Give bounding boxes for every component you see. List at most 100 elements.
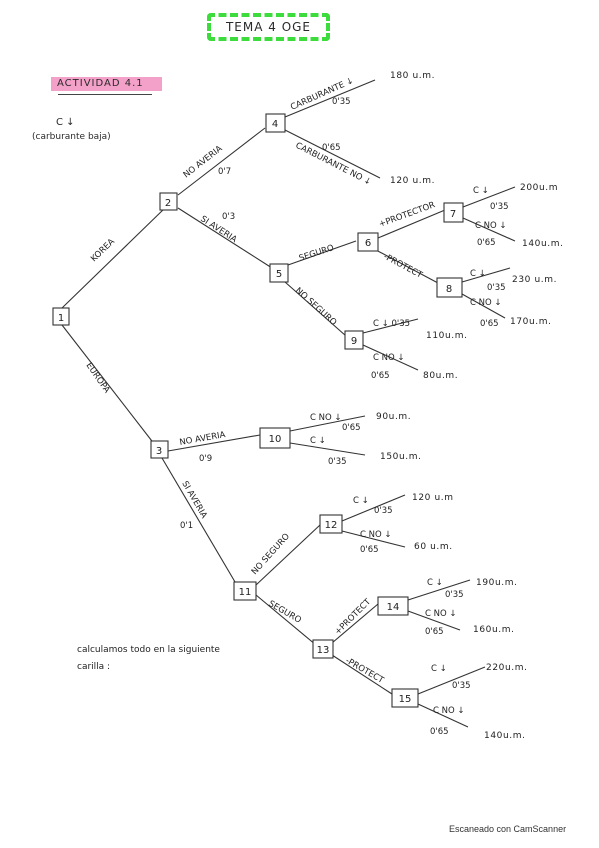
label-c-no-baja-15: C NO ↓ bbox=[433, 706, 465, 716]
label-no-seguro-5: NO SEGURO bbox=[293, 286, 339, 328]
payoff-16: 140u.m. bbox=[484, 731, 526, 741]
node-box-6 bbox=[357, 232, 379, 252]
payoff-10: 150u.m. bbox=[380, 452, 422, 462]
label-c-no-baja-10: C NO ↓ bbox=[310, 413, 342, 423]
edge-12-o11 bbox=[341, 494, 406, 522]
edge-4-o2 bbox=[284, 129, 381, 179]
node-2: 2 bbox=[165, 198, 171, 209]
payoff-3: 200u.m bbox=[520, 183, 558, 193]
edge-2-4 bbox=[177, 127, 266, 196]
edge-2-5 bbox=[177, 207, 273, 269]
node-box-3 bbox=[150, 440, 169, 459]
label-korea: KOREA bbox=[89, 237, 117, 264]
label-no-seguro-11: NO SEGURO bbox=[250, 532, 292, 578]
label-c-no-baja-9: C NO ↓ bbox=[373, 353, 405, 363]
label-c-no-baja-7: C NO ↓ bbox=[475, 221, 507, 231]
node-1: 1 bbox=[58, 313, 64, 324]
label-p-carb-no-baja-4: 0'65 bbox=[322, 143, 341, 153]
label-p-c-baja-12: 0'35 bbox=[374, 506, 393, 516]
title-box: TEMA 4 OGE bbox=[207, 13, 330, 41]
label-c-baja-15: C ↓ bbox=[431, 664, 447, 674]
payoff-9: 90u.m. bbox=[376, 412, 411, 422]
node-box-9 bbox=[344, 330, 364, 350]
label-p-c-baja-7: 0'35 bbox=[490, 202, 509, 212]
edge-11-13 bbox=[255, 594, 317, 646]
edge-12-o12 bbox=[341, 530, 406, 548]
payoff-1: 180 u.m. bbox=[390, 71, 435, 81]
node-box-12 bbox=[319, 514, 343, 534]
edge-5-9 bbox=[284, 281, 347, 337]
label-p-c-no-baja-7: 0'65 bbox=[477, 238, 496, 248]
label-c-baja-9: C ↓ 0'35 bbox=[373, 319, 410, 329]
node-box-5 bbox=[269, 263, 289, 283]
node-13: 13 bbox=[317, 645, 330, 656]
label-seguro-11: SEGURO bbox=[267, 599, 304, 626]
label-c-baja-8: C ↓ bbox=[470, 269, 486, 279]
node-box-1 bbox=[52, 307, 70, 326]
edge-1-2 bbox=[61, 207, 166, 309]
node-4: 4 bbox=[272, 119, 278, 130]
label-c-baja-14: C ↓ bbox=[427, 578, 443, 588]
label-p-si-averia-3: 0'1 bbox=[180, 521, 193, 531]
node-8: 8 bbox=[446, 284, 452, 295]
node-10: 10 bbox=[269, 434, 282, 445]
node-11: 11 bbox=[239, 587, 252, 598]
label-p-c-no-baja-15: 0'65 bbox=[430, 727, 449, 737]
label-p-c-baja-10: 0'35 bbox=[328, 457, 347, 467]
label-p-c-no-baja-14: 0'65 bbox=[425, 627, 444, 637]
node-9: 9 bbox=[351, 336, 357, 347]
edge-14-o14 bbox=[407, 610, 461, 631]
label-c-no-baja-8: C NO ↓ bbox=[470, 298, 502, 308]
edge-6-8 bbox=[375, 249, 439, 284]
node-6: 6 bbox=[365, 238, 371, 249]
edge-5-6 bbox=[287, 240, 357, 266]
node-12: 12 bbox=[325, 520, 338, 531]
edge-15-o16 bbox=[417, 703, 469, 728]
payoff-8: 80u.m. bbox=[423, 371, 458, 381]
payoff-4: 140u.m. bbox=[522, 239, 564, 249]
payoff-11: 120 u.m bbox=[412, 493, 454, 503]
label-europa: EUROPA bbox=[84, 361, 112, 395]
label-c-baja-10: C ↓ bbox=[310, 436, 326, 446]
node-7: 7 bbox=[450, 209, 456, 220]
edge-7-o3 bbox=[462, 186, 516, 208]
label-p-c-baja-15: 0'35 bbox=[452, 681, 471, 691]
node-box-15 bbox=[391, 688, 419, 708]
edge-4-o1 bbox=[284, 79, 376, 118]
node-labels: 1 2 3 4 5 6 7 8 9 10 11 12 13 14 15 bbox=[58, 119, 456, 705]
node-box-7 bbox=[443, 202, 464, 223]
label-p-c-no-baja-12: 0'65 bbox=[360, 545, 379, 555]
edge-10-o10 bbox=[289, 442, 366, 456]
node-box-2 bbox=[159, 192, 178, 211]
page-title: TEMA 4 OGE bbox=[225, 20, 312, 34]
label-p-carb-baja-4: 0'35 bbox=[332, 97, 351, 107]
edge-11-12 bbox=[255, 524, 321, 586]
edge-15-o15 bbox=[417, 666, 486, 695]
note-line-2: carilla : bbox=[77, 662, 110, 672]
node-box-11 bbox=[233, 581, 257, 601]
scanner-watermark: Escaneado con CamScanner bbox=[449, 824, 567, 834]
label-c-no-baja-12: C NO ↓ bbox=[360, 530, 392, 540]
node-box-10 bbox=[259, 427, 291, 449]
payoff-2: 120 u.m. bbox=[390, 176, 435, 186]
edge-8-o5 bbox=[461, 267, 511, 283]
label-mas-protect-13: +PROTECT bbox=[333, 597, 374, 638]
label-p-c-no-baja-8: 0'65 bbox=[480, 319, 499, 329]
label-carb-baja-4: CARBURANTE ↓ bbox=[289, 76, 355, 113]
node-5: 5 bbox=[276, 269, 282, 280]
label-menos-protect-13: -PROTECT bbox=[344, 656, 386, 686]
legend-text: (carburante baja) bbox=[32, 132, 111, 142]
label-p-c-baja-14: 0'35 bbox=[445, 590, 464, 600]
edge-14-o13 bbox=[407, 579, 471, 601]
payoff-13: 190u.m. bbox=[476, 578, 518, 588]
edge-8-o6 bbox=[461, 293, 506, 319]
activity-underline bbox=[58, 94, 152, 95]
edge-13-14 bbox=[331, 603, 379, 644]
node-box-14 bbox=[377, 596, 409, 616]
label-si-averia-3: SI AVERIA bbox=[179, 480, 208, 521]
footnote: calculamos todo en la siguiente carilla … bbox=[77, 645, 220, 672]
edge-10-o9 bbox=[289, 415, 366, 432]
label-p-si-averia-2: 0'3 bbox=[222, 212, 235, 222]
label-p-c-no-baja-9: 0'65 bbox=[371, 371, 390, 381]
